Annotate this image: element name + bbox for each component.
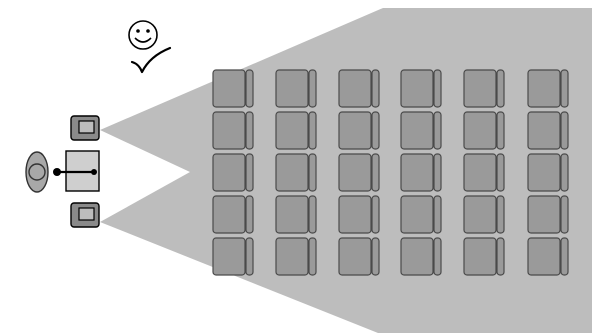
seat [213,70,253,107]
seat [339,154,379,191]
seat [464,238,504,275]
seat [401,112,441,149]
seat [276,238,316,275]
seat [339,196,379,233]
seat [276,196,316,233]
seat [401,70,441,107]
seat [528,196,568,233]
seat [528,112,568,149]
seat [276,70,316,107]
seat [213,154,253,191]
seat [339,70,379,107]
person-top-view-icon [26,152,48,192]
checkmark-icon [132,48,170,72]
seat [464,112,504,149]
seat [401,196,441,233]
seat [528,238,568,275]
smiley-face-icon [129,21,157,49]
seat [213,112,253,149]
seat [464,70,504,107]
seat [464,154,504,191]
projector-icon [71,203,99,227]
seat [213,238,253,275]
seat [401,154,441,191]
seat [401,238,441,275]
seat [213,196,253,233]
seat [528,70,568,107]
seat [464,196,504,233]
seat [276,112,316,149]
seat [528,154,568,191]
seat [276,154,316,191]
seat [339,238,379,275]
seat [339,112,379,149]
projector-icon [71,116,99,140]
